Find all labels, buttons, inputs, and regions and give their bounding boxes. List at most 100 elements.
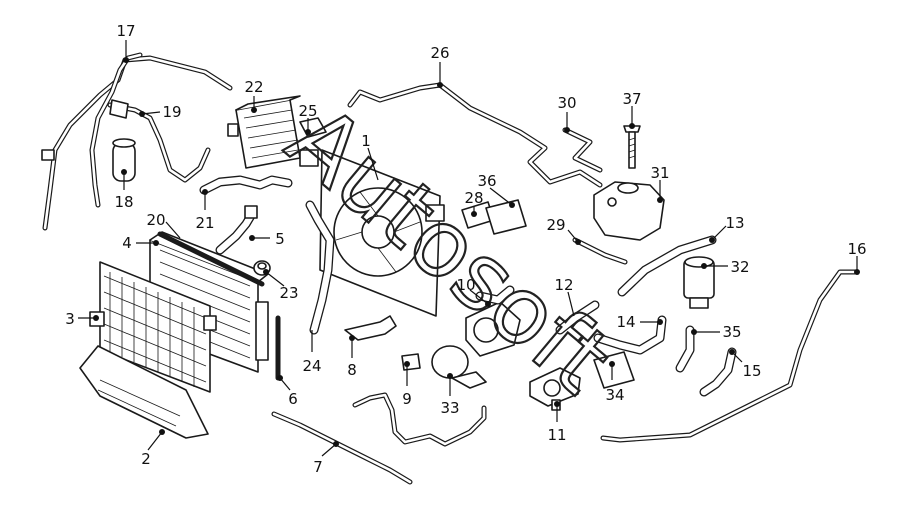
pipe-26 (347, 82, 603, 188)
callout-label-4: 4 (122, 234, 132, 252)
callout-5: 5 (249, 230, 285, 248)
callout-28: 28 (464, 189, 484, 217)
hose-12 (555, 300, 600, 335)
callout-label-29: 29 (546, 216, 565, 234)
callout-label-23: 23 (279, 284, 298, 302)
callout-label-35: 35 (722, 323, 741, 341)
pipe-19 (107, 99, 211, 183)
hose-24 (305, 200, 335, 335)
callout-25: 25 (298, 102, 318, 135)
callout-12: 12 (554, 276, 575, 317)
pipe-16 (600, 269, 860, 443)
callout-30: 30 (557, 94, 577, 133)
hose-21 (199, 175, 293, 195)
callout-35: 35 (691, 323, 742, 341)
clip-9 (401, 353, 421, 371)
radiator-3 (89, 261, 217, 393)
hose-35 (675, 325, 695, 373)
callout-label-9: 9 (402, 390, 412, 408)
callout-10: 10 (456, 276, 491, 307)
valve-32 (683, 256, 715, 309)
callout-label-16: 16 (847, 240, 866, 258)
callout-6: 6 (277, 375, 298, 408)
callout-label-30: 30 (557, 94, 576, 112)
callout-label-21: 21 (195, 214, 214, 232)
callout-label-25: 25 (298, 102, 317, 120)
pipe-30 (562, 127, 603, 173)
callout-3: 3 (65, 310, 99, 328)
callout-21: 21 (195, 189, 215, 232)
bolt-37 (623, 125, 641, 169)
callout-8: 8 (347, 335, 357, 379)
callout-label-20: 20 (146, 211, 165, 229)
bracket-34 (593, 351, 635, 389)
callout-4: 4 (122, 234, 159, 252)
callout-32: 32 (701, 258, 750, 276)
callout-label-6: 6 (288, 390, 298, 408)
callout-label-8: 8 (347, 361, 357, 379)
callout-label-1: 1 (361, 132, 371, 150)
fan-shroud (299, 149, 445, 317)
hose-5 (215, 205, 258, 255)
callout-label-34: 34 (605, 386, 624, 404)
callout-14: 14 (616, 313, 663, 331)
callout-2: 2 (141, 429, 165, 468)
pump-10 (465, 285, 521, 357)
callout-26: 26 (430, 44, 450, 88)
callout-label-33: 33 (440, 399, 459, 417)
callout-11: 11 (547, 401, 567, 444)
callout-label-36: 36 (477, 172, 496, 190)
callout-label-5: 5 (275, 230, 285, 248)
callout-17: 17 (116, 22, 136, 63)
callout-label-14: 14 (616, 313, 635, 331)
pipe-17 (41, 52, 233, 231)
callout-label-7: 7 (313, 458, 323, 476)
callout-1: 1 (361, 132, 379, 181)
callout-label-15: 15 (742, 362, 761, 380)
callout-33: 33 (440, 373, 460, 417)
hose-13 (617, 235, 717, 297)
callout-label-17: 17 (116, 22, 135, 40)
callout-15: 15 (729, 349, 762, 380)
callout-label-32: 32 (730, 258, 749, 276)
callout-37: 37 (622, 90, 642, 129)
hose-29 (572, 237, 628, 265)
callout-31: 31 (650, 164, 670, 203)
callout-36: 36 (477, 172, 515, 208)
rods-4-6 (157, 231, 281, 381)
callout-label-28: 28 (464, 189, 483, 207)
pipe-7 (271, 392, 487, 485)
callout-label-19: 19 (162, 103, 181, 121)
callout-label-26: 26 (430, 44, 449, 62)
callout-24: 24 (302, 330, 322, 375)
callout-23: 23 (263, 269, 299, 302)
drier-18 (112, 138, 136, 182)
callout-22: 22 (244, 78, 264, 113)
blocks-28-36 (461, 199, 527, 235)
callout-label-31: 31 (650, 164, 669, 182)
callout-20: 20 (146, 211, 181, 239)
callout-13: 13 (709, 214, 745, 243)
callout-label-3: 3 (65, 310, 75, 328)
callout-label-18: 18 (114, 193, 133, 211)
callout-label-37: 37 (622, 90, 641, 108)
callout-label-10: 10 (456, 276, 475, 294)
callout-label-13: 13 (725, 214, 744, 232)
callout-19: 19 (139, 103, 182, 121)
callout-29: 29 (546, 216, 581, 245)
callout-18: 18 (114, 169, 134, 211)
callout-label-24: 24 (302, 357, 321, 375)
callout-16: 16 (847, 240, 867, 275)
pump-33 (431, 345, 487, 389)
heater-core-22 (227, 95, 301, 169)
callout-34: 34 (605, 361, 625, 404)
shroud-2 (79, 345, 209, 439)
callout-label-11: 11 (547, 426, 566, 444)
callout-label-22: 22 (244, 78, 263, 96)
callouts: 17 19 18 22 25 26 30 37 (65, 22, 866, 476)
callout-7: 7 (313, 441, 339, 476)
bracket-8 (344, 315, 397, 341)
hose-14 (593, 315, 667, 355)
hose-15 (699, 347, 737, 397)
